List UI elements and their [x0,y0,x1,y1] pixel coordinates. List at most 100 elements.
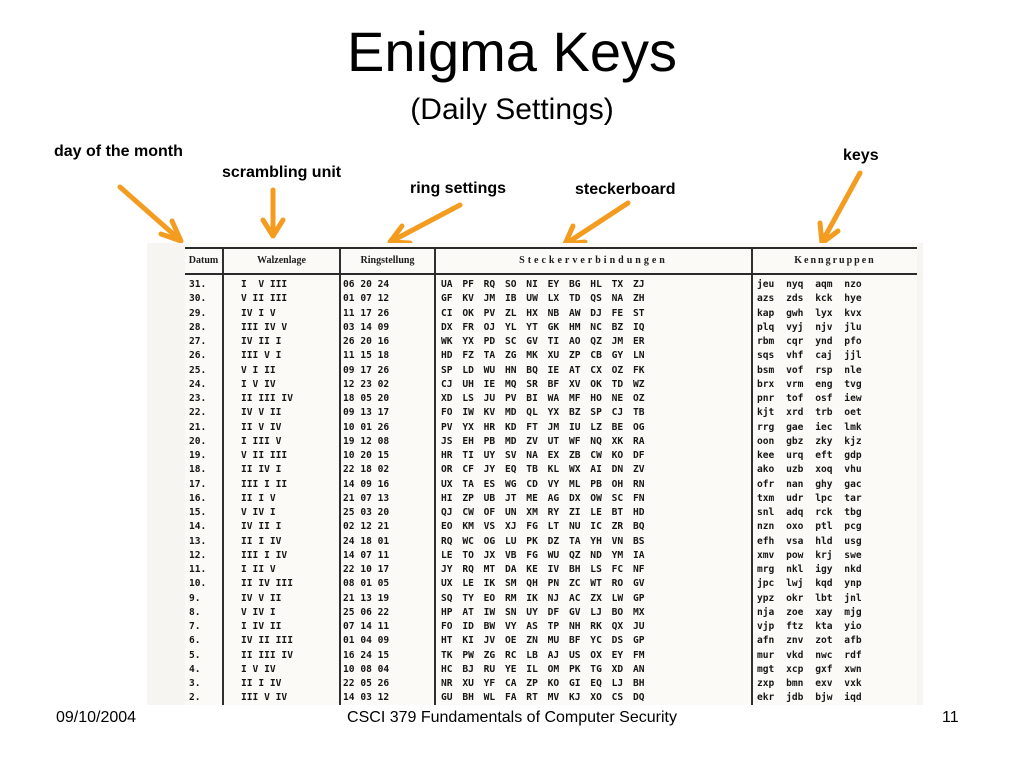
cell-ring-settings: 26 20 16 [343,336,390,347]
cell-day: 12. [189,549,207,561]
cell-day: 15. [189,507,207,518]
cell-ring-settings: 10 08 04 [343,663,390,675]
cell-day: 11. [189,564,207,575]
cell-rotor-order: II I IV [241,678,282,689]
cell-key-groups: plq vyj njv jlu [757,321,862,333]
callout-ring-settings: ring settings [410,180,507,197]
cell-ring-settings: 09 17 26 [343,364,390,376]
cell-plugboard-pairs: QJ CW OF UN XM RY ZI LE BT HD [441,507,645,518]
arrow-day-of-month-icon [117,184,184,244]
cell-ring-settings: 25 03 20 [343,507,390,518]
cell-key-groups: ekr jdb bjw iqd [757,692,862,704]
cell-rotor-order: V IV I [241,606,276,618]
cell-plugboard-pairs: GU BH WL FA RT MV KJ XO CS DQ [441,692,645,704]
cell-ring-settings: 21 13 19 [343,592,390,604]
callout-keys: keys [843,147,879,164]
cell-rotor-order: V I II [241,364,276,376]
enigma-key-sheet: Datum Walzenlage Ringstellung Steckerver… [147,243,923,705]
cell-key-groups: snl adq rck tbg [757,507,862,518]
cell-key-groups: ofr nan ghy gac [757,478,862,490]
cell-rotor-order: III I II [241,478,288,490]
cell-plugboard-pairs: XD LS JU PV BI WA MF HO NE OZ [441,393,645,404]
cell-key-groups: vjp ftz kta yio [757,621,862,632]
table-row: 15. V IV I 25 03 20 QJ CW OF UN XM RY ZI LE… [185,506,917,520]
cell-plugboard-pairs: FO IW KV MD QL YX BZ SP CJ TB [441,407,645,419]
cell-ring-settings: 06 20 24 [343,279,390,290]
cell-ring-settings: 12 23 02 [343,378,390,390]
cell-rotor-order: II III IV [241,393,293,404]
cell-ring-settings: 11 15 18 [343,350,390,362]
cell-ring-settings: 03 14 09 [343,321,390,333]
cell-rotor-order: V II III [241,293,288,305]
slide-subtitle: (Daily Settings) [410,93,614,126]
cell-key-groups: ypz okr lbt jnl [757,592,862,604]
cell-ring-settings: 22 05 26 [343,678,390,689]
cell-rotor-order: I II V [241,564,276,575]
header-steckerverbindungen: Steckerverbindungen [519,255,668,266]
cell-day: 27. [189,336,207,347]
cell-plugboard-pairs: PV YX HR KD FT JM IU LZ BE OG [441,421,645,433]
cell-key-groups: mgt xcp gxf xwn [757,663,862,675]
cell-ring-settings: 10 20 15 [343,450,390,461]
cell-key-groups: txm udr lpc tar [757,492,862,504]
arrow-scrambling-unit-icon [260,187,286,239]
cell-rotor-order: III I IV [241,549,288,561]
cell-day: 6. [189,635,201,647]
cell-plugboard-pairs: HP AT IW SN UY DF GV LJ BO MX [441,606,645,618]
cell-plugboard-pairs: HD FZ TA ZG MK XU ZP CB GY LN [441,350,645,362]
cell-rotor-order: V IV I [241,507,276,518]
cell-rotor-order: V II III [241,450,288,461]
callout-day-of-month: day of the month [54,143,183,160]
cell-day: 8. [189,606,201,618]
cell-plugboard-pairs: CJ UH IE MQ SR BF XV OK TD WZ [441,378,645,390]
cell-rotor-order: IV V II [241,592,282,604]
cell-rotor-order: III V I [241,350,282,362]
cell-key-groups: bsm vof rsp nle [757,364,862,376]
cell-rotor-order: II I V [241,492,276,504]
cell-ring-settings: 11 17 26 [343,307,390,319]
slide-title: Enigma Keys [347,20,677,83]
callout-scrambling-unit: scrambling unit [222,164,342,181]
cell-key-groups: mur vkd nwc rdf [757,649,862,661]
cell-ring-settings: 21 07 13 [343,492,390,504]
cell-day: 24. [189,378,207,390]
cell-day: 23. [189,393,207,404]
cell-plugboard-pairs: UX LE IK SM QH PN ZC WT RO GV [441,578,645,590]
cell-key-groups: rbm cqr ynd pfo [757,336,862,347]
callout-steckerboard: steckerboard [575,181,676,198]
cell-day: 21. [189,421,207,433]
arrow-ring-settings-icon [387,202,463,246]
cell-day: 19. [189,450,207,461]
cell-ring-settings: 14 07 11 [343,549,390,561]
cell-day: 7. [189,621,201,632]
cell-plugboard-pairs: FO ID BW VY AS TP NH RK QX JU [441,621,645,632]
cell-rotor-order: II IV III [241,578,293,590]
cell-key-groups: rrg gae iec lmk [757,421,862,433]
cell-key-groups: pnr tof osf iew [757,393,862,404]
cell-ring-settings: 22 10 17 [343,564,390,575]
cell-plugboard-pairs: JS EH PB MD ZV UT WF NQ XK RA [441,435,645,447]
cell-key-groups: brx vrm eng tvg [757,378,862,390]
cell-rotor-order: IV II III [241,635,293,647]
cell-rotor-order: I V IV [241,663,276,675]
cell-day: 4. [189,663,201,675]
cell-plugboard-pairs: RQ WC OG LU PK DZ TA YH VN BS [441,535,645,547]
cell-rotor-order: I IV II [241,621,282,632]
cell-day: 2. [189,692,201,704]
cell-ring-settings: 01 07 12 [343,293,390,305]
cell-plugboard-pairs: NR XU YF CA ZP KO GI EQ LJ BH [441,678,645,689]
